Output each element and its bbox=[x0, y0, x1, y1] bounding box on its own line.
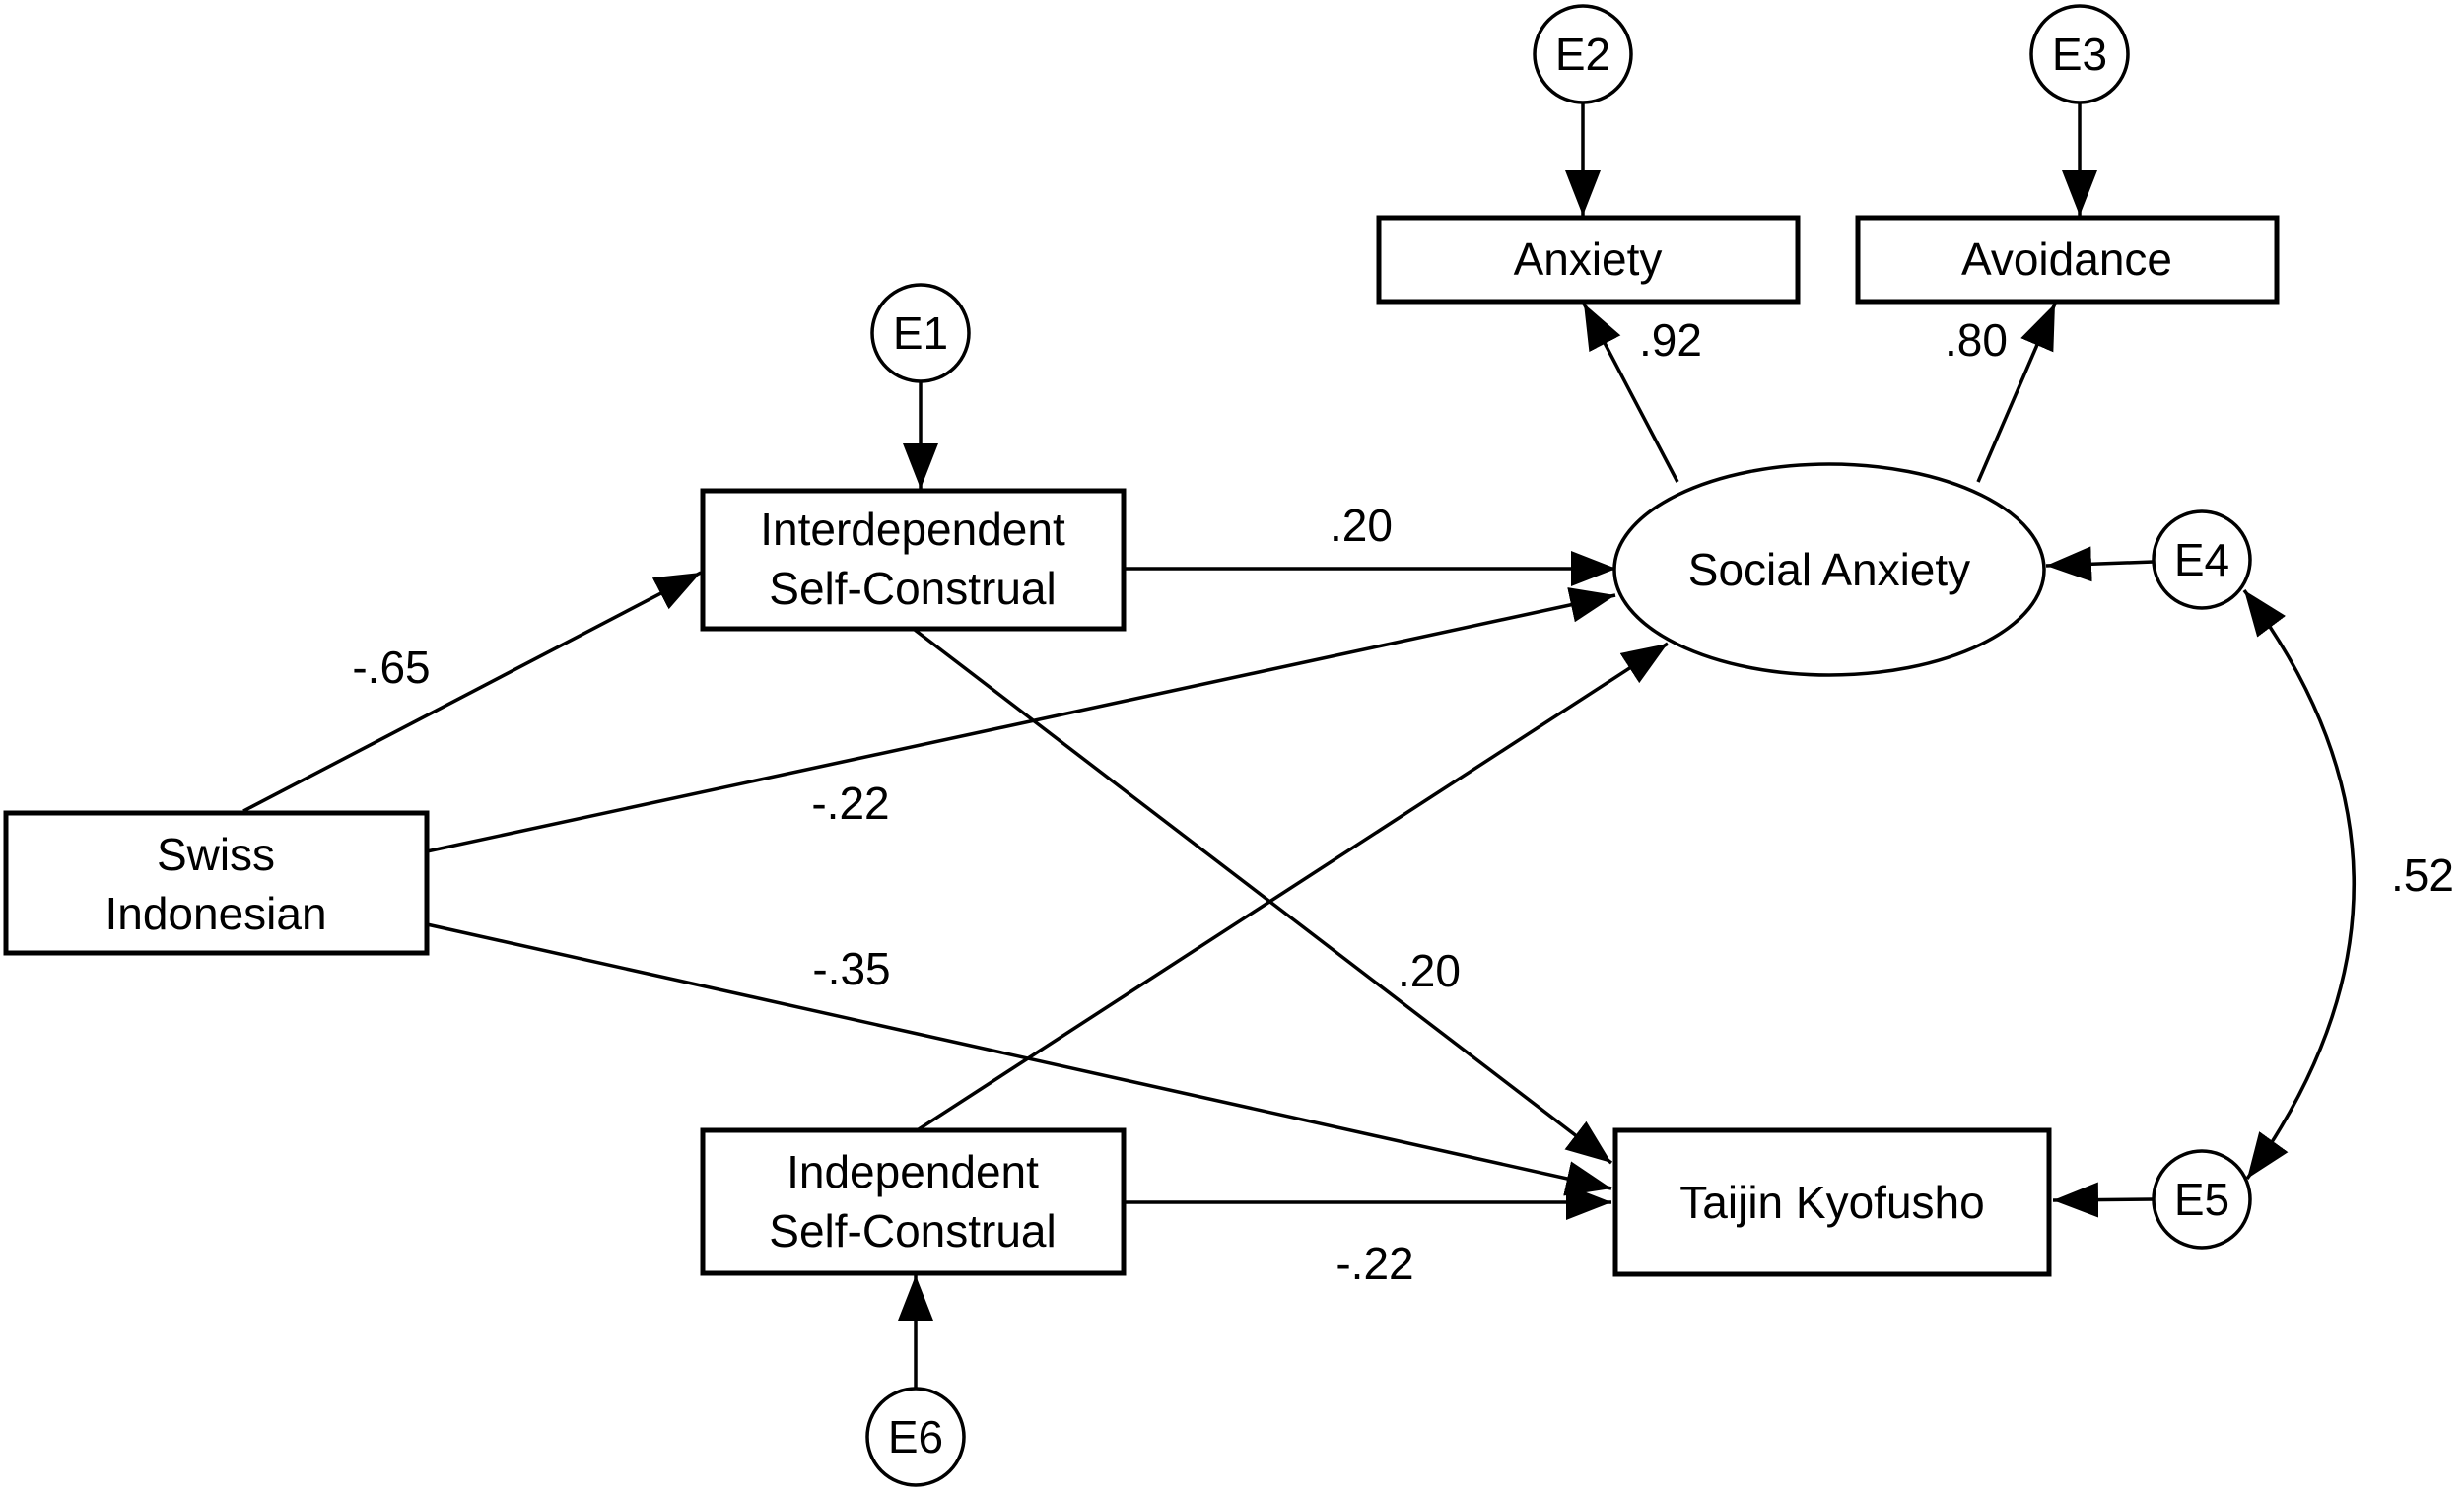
path-swiss-to-social-anxiety-arrow bbox=[426, 587, 1616, 853]
error-e6-label: E6 bbox=[888, 1411, 943, 1462]
error-e1-circle bbox=[870, 283, 971, 383]
node-interdependent-box bbox=[700, 488, 1127, 632]
node-interdependent-label-line2: Self-Construal bbox=[769, 563, 1056, 614]
error-e3-label: E3 bbox=[2052, 29, 2107, 80]
path-e4-to-social-anxiety-arrow bbox=[2045, 546, 2155, 582]
error-e4-circle bbox=[2152, 509, 2252, 610]
node-interdependent-label-line1: Interdependent bbox=[760, 504, 1065, 555]
path-swiss-to-taijin-arrow bbox=[426, 922, 1612, 1196]
path-independent-to-social-anxiety-arrow bbox=[918, 642, 1669, 1131]
error-e3-circle bbox=[2029, 4, 2130, 104]
path-social-anxiety-to-avoidance-arrow bbox=[1976, 303, 2057, 483]
node-anxiety-label: Anxiety bbox=[1514, 234, 1663, 285]
coef-swiss-social-anxiety: -.22 bbox=[811, 778, 889, 829]
error-e4-label: E4 bbox=[2174, 534, 2229, 585]
node-avoidance-box bbox=[1855, 215, 2280, 305]
node-swiss-indonesian-box bbox=[3, 810, 430, 956]
path-e5-to-taijin-arrow bbox=[2052, 1182, 2155, 1218]
error-e1-label: E1 bbox=[893, 307, 948, 359]
coef-swiss-interdependent: -.65 bbox=[352, 642, 430, 693]
error-e2-label: E2 bbox=[1555, 29, 1610, 80]
node-taijin-kyofusho-box bbox=[1612, 1127, 2052, 1277]
node-anxiety-box bbox=[1376, 215, 1801, 305]
node-independent-label-line1: Independent bbox=[787, 1146, 1039, 1197]
coef-social-anxiety-anxiety: .92 bbox=[1639, 314, 1702, 366]
coef-interdependent-taijin: .20 bbox=[1398, 945, 1461, 996]
error-e6-circle bbox=[865, 1387, 966, 1487]
node-swiss-label-line1: Swiss bbox=[157, 829, 275, 880]
error-e5-circle bbox=[2152, 1149, 2252, 1250]
node-swiss-label-line2: Indonesian bbox=[104, 888, 326, 939]
path-interdependent-to-taijin-arrow bbox=[913, 628, 1613, 1165]
coef-swiss-taijin: -.35 bbox=[812, 943, 890, 994]
error-e2-circle bbox=[1533, 4, 1633, 104]
node-social-anxiety-ellipse bbox=[1612, 462, 2046, 677]
coef-social-anxiety-avoidance: .80 bbox=[1945, 314, 2008, 366]
node-independent-label-line2: Self-Construal bbox=[769, 1205, 1056, 1256]
path-swiss-to-interdependent-arrow bbox=[242, 571, 702, 813]
path-social-anxiety-to-anxiety-arrow bbox=[1582, 303, 1679, 483]
coef-e4-e5-covariance: .52 bbox=[2391, 849, 2454, 901]
node-independent-box bbox=[700, 1127, 1127, 1276]
coef-interdependent-social-anxiety: .20 bbox=[1330, 500, 1393, 551]
path-e4-e5-covariance-curve bbox=[2242, 588, 2356, 1181]
node-social-anxiety-label: Social Anxiety bbox=[1688, 544, 1970, 595]
node-taijin-kyofusho-label: Taijin Kyofusho bbox=[1679, 1177, 1984, 1228]
coef-independent-taijin: -.22 bbox=[1335, 1238, 1413, 1289]
error-e5-label: E5 bbox=[2174, 1174, 2229, 1225]
node-avoidance-label: Avoidance bbox=[1961, 234, 2172, 285]
